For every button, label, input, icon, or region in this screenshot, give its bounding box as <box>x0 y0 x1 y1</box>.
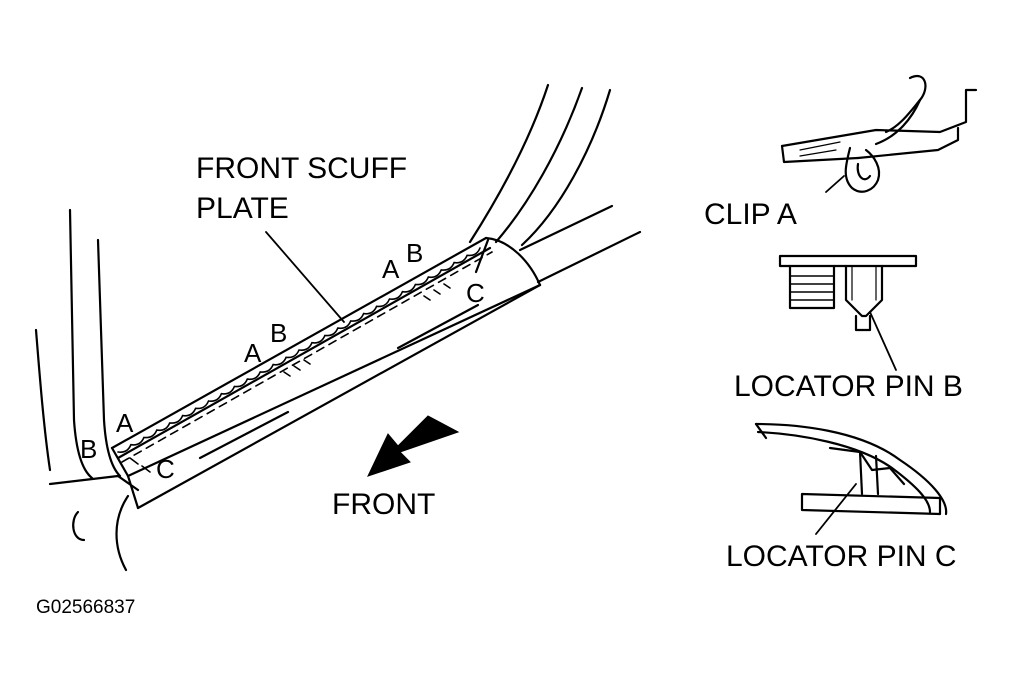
scuff-plate-leader <box>265 231 345 323</box>
callout-b-3: B <box>406 238 423 268</box>
front-scuff-plate-title-line1: FRONT SCUFF <box>196 152 408 185</box>
callout-b-1: B <box>80 434 97 464</box>
figure-id: G02566837 <box>36 597 136 618</box>
door-opening-outline <box>34 83 642 572</box>
locator-pin-b-label: LOCATOR PIN B <box>734 370 963 403</box>
front-scuff-plate <box>110 236 542 510</box>
front-label: FRONT <box>332 488 436 521</box>
front-direction-arrow <box>367 415 460 477</box>
clip-hole-row <box>117 247 481 453</box>
callout-a-3: A <box>382 254 400 284</box>
locator-pin-b-detail <box>778 254 918 371</box>
front-scuff-plate-title-line2: PLATE <box>196 192 289 225</box>
callout-c-1: C <box>156 454 175 484</box>
clip-a-detail <box>780 75 978 193</box>
callout-c-2: C <box>466 278 485 308</box>
clip-a-label: CLIP A <box>704 198 797 231</box>
locator-pin-c-detail <box>754 422 948 535</box>
callout-a-2: A <box>244 338 262 368</box>
locator-pin-c-label: LOCATOR PIN C <box>726 540 957 573</box>
callout-a-1: A <box>116 408 134 438</box>
callout-b-2: B <box>270 318 287 348</box>
